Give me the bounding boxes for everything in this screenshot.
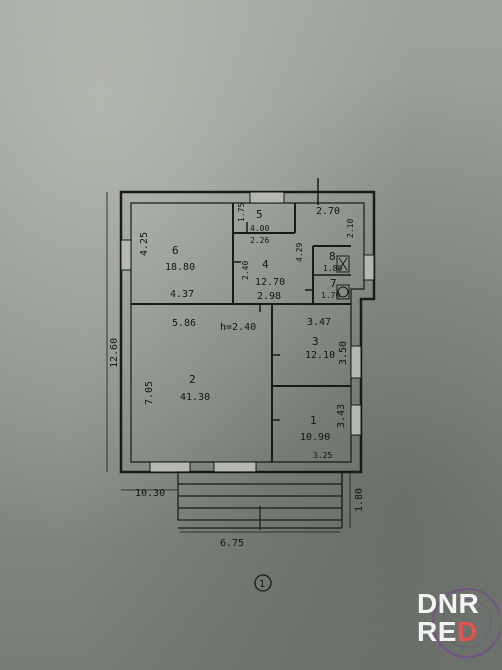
floor-mark: 1 [254,574,272,592]
room-4-number: 4 [262,258,269,271]
dim-porch-depth: 1.80 [354,488,365,512]
dim-top-right-height: 2.10 [346,219,355,238]
ceiling-height: h=2.40 [220,322,256,333]
dim-top-right-width: 2.70 [316,206,340,217]
dim-room2-width: 5.86 [172,318,196,329]
room-6-number: 6 [172,244,179,257]
room-7-number: 7 [330,277,337,290]
room-7-area: 1.70 [321,291,340,300]
dim-room1-height: 3.43 [336,404,347,428]
porch-steps [177,471,343,530]
dim-room3-width: 3.47 [307,317,331,328]
room-2-number: 2 [189,373,196,386]
plumbing-fixtures [336,255,350,300]
dim-total-height: 12.60 [109,338,120,368]
dim-room1-width: 3.25 [313,451,332,460]
windows [120,191,375,473]
dim-room5-side: 4.29 [295,243,304,262]
interior-walls [131,203,351,462]
room-1-number: 1 [310,414,317,427]
room-3-number: 3 [312,335,319,348]
room-2-area: 41.30 [180,392,210,403]
watermark-logo: DNR RED [417,588,480,647]
dimension-lines [106,192,351,533]
dim-room6-height: 4.25 [139,232,150,256]
dim-room3-height: 3.50 [338,341,349,365]
svg-text:1: 1 [259,579,265,590]
dim-room6-width: 4.37 [170,289,194,300]
room-4-area: 12.70 [255,277,285,288]
room-1-area: 10.90 [300,432,330,443]
room-8-area: 1.80 [323,264,342,273]
dim-room4-width: 2.98 [257,291,281,302]
dim-room5-width: 2.26 [250,236,269,245]
room-6-area: 18.80 [165,262,195,273]
room-3-area: 12.10 [305,350,335,361]
dim-room5-height: 1.75 [237,203,246,222]
room-5-area: 4.00 [250,224,269,233]
room-5-number: 5 [256,208,263,221]
room-8-number: 8 [329,250,336,263]
doors [233,178,319,421]
dim-room2-height: 7.05 [144,381,155,405]
dim-room4-left-height: 2.40 [241,261,250,280]
dim-total-width: 10.30 [135,488,165,499]
dim-porch-width: 6.75 [220,538,244,549]
